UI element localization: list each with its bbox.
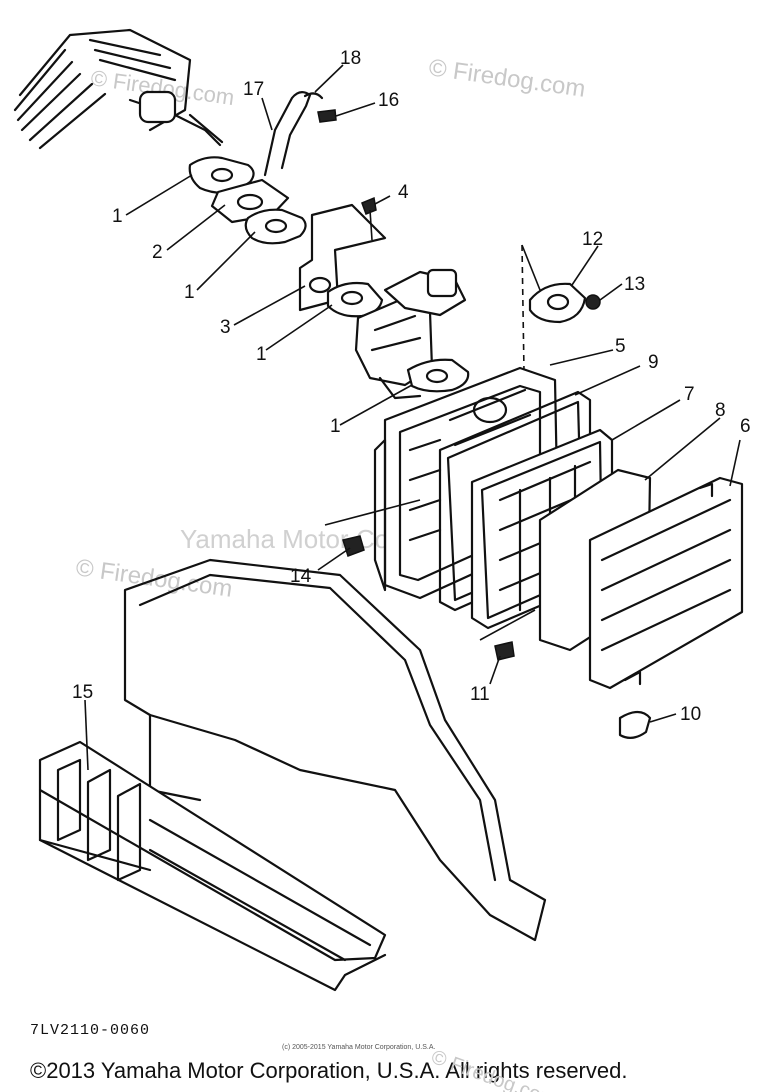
watermark-firedog-top-right: © Firedog.com — [427, 54, 587, 103]
callout-12: 12 — [582, 229, 603, 250]
callout-1-second: 1 — [184, 282, 195, 303]
callout-1-top: 1 — [112, 206, 123, 227]
hose-clamp-18 — [303, 92, 324, 100]
bolt-4 — [361, 196, 377, 215]
side-cover-15 — [38, 740, 387, 992]
callout-13: 13 — [624, 274, 645, 295]
screw-16 — [317, 109, 337, 123]
clip-10 — [618, 710, 652, 739]
copyright-notice: ©2013 Yamaha Motor Corporation, U.S.A. A… — [30, 1058, 627, 1083]
callout-9: 9 — [648, 352, 659, 373]
gasket-1-fourth — [406, 358, 470, 393]
callout-10: 10 — [680, 704, 701, 725]
breather-hose-17 — [263, 91, 312, 177]
air-cleaner-cover-6 — [588, 476, 744, 690]
callout-1-third: 1 — [256, 344, 267, 365]
gasket-12 — [528, 282, 587, 324]
callout-11: 11 — [470, 684, 490, 705]
callout-8: 8 — [715, 400, 726, 421]
callout-14: 14 — [290, 566, 312, 587]
callout-3: 3 — [220, 317, 231, 338]
nut-13 — [585, 294, 601, 310]
callout-6: 6 — [740, 416, 751, 437]
engine-cylinder-fins — [13, 28, 224, 150]
screw-11 — [494, 641, 515, 661]
callout-2: 2 — [152, 242, 163, 263]
callout-7: 7 — [684, 384, 695, 405]
small-copyright: (c) 2005-2015 Yamaha Motor Corporation, … — [282, 1044, 435, 1051]
callout-16: 16 — [378, 90, 399, 111]
gasket-1-top — [188, 156, 255, 194]
callout-17: 17 — [243, 79, 264, 100]
callout-18: 18 — [340, 48, 361, 69]
callout-15: 15 — [72, 682, 93, 703]
carburetor — [354, 268, 467, 400]
callout-5: 5 — [615, 336, 626, 357]
callout-4: 4 — [398, 182, 409, 203]
diagram-code: 7LV2110-0060 — [30, 1022, 150, 1039]
callout-1-fourth: 1 — [330, 416, 341, 437]
gasket-1-second — [244, 208, 307, 245]
